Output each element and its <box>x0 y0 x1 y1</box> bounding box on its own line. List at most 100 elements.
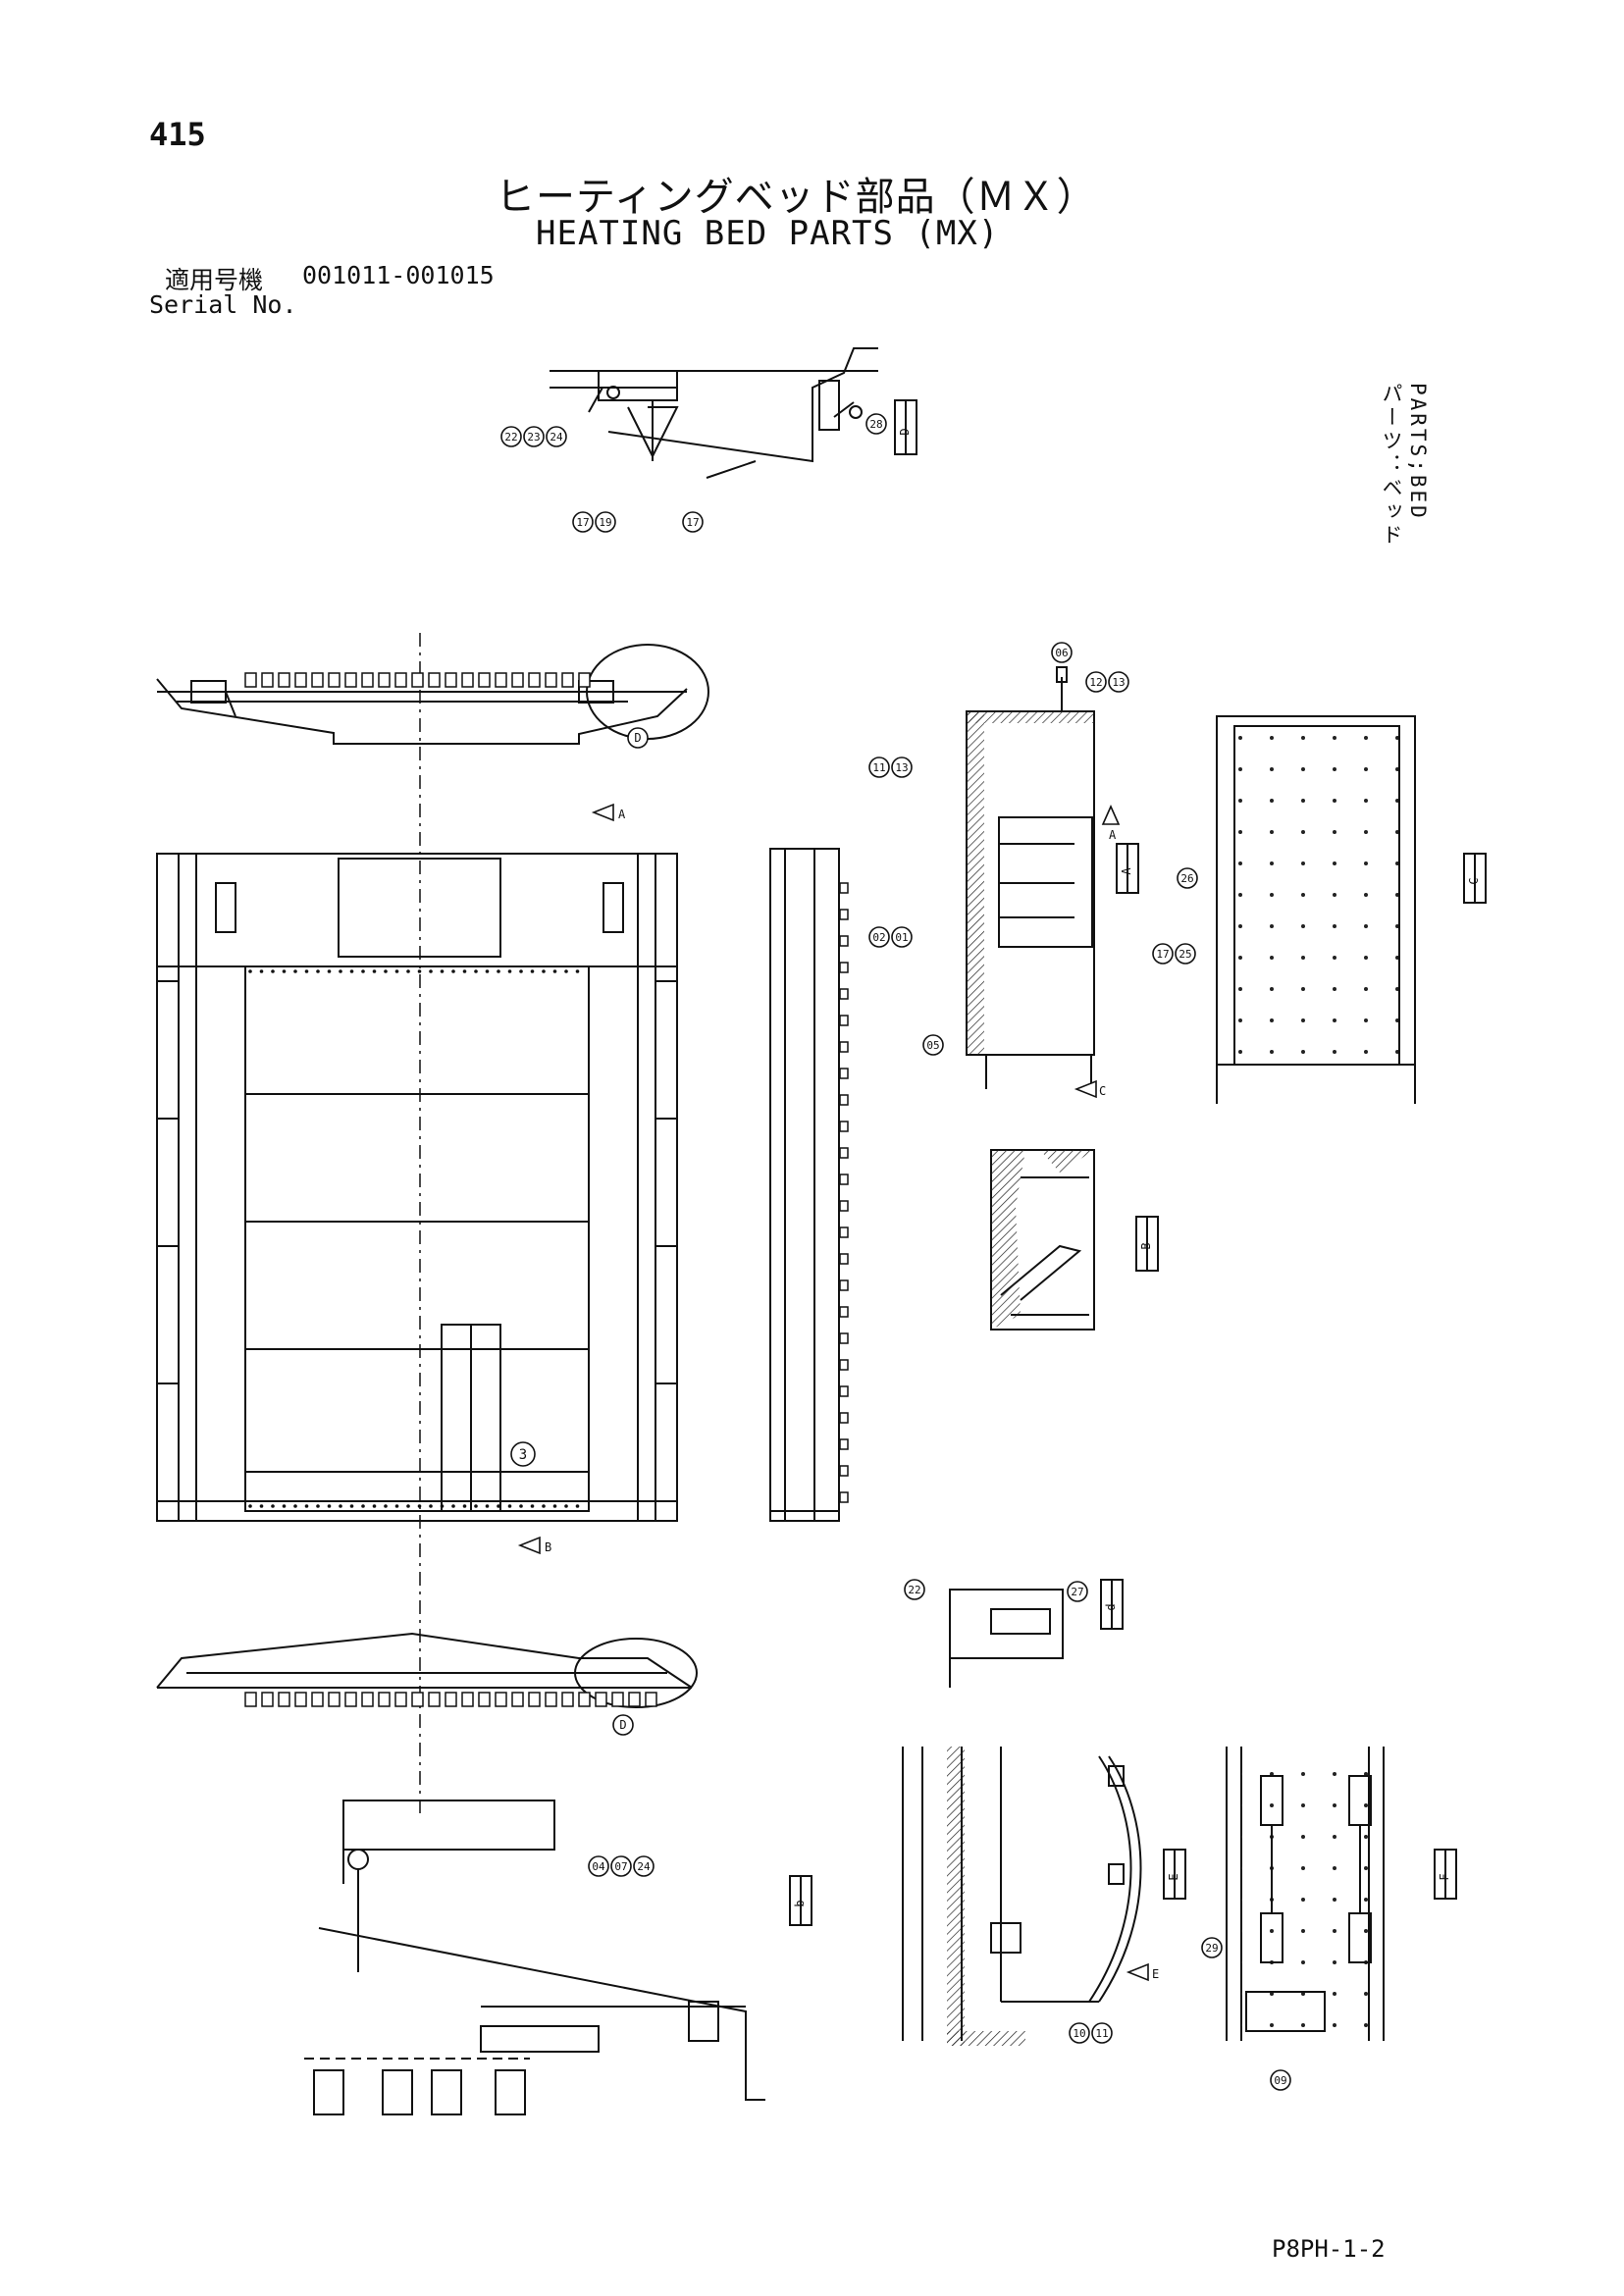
side-clip <box>839 1147 849 1159</box>
plan-bolt <box>316 969 320 973</box>
plan-bolt <box>451 969 455 973</box>
plan-bolt <box>542 1504 546 1508</box>
side-elevation-clips <box>839 882 849 1503</box>
plan-bolt <box>462 1504 467 1508</box>
svg-text:D: D <box>634 731 641 745</box>
detail-f-view <box>1226 1747 1385 2041</box>
svg-text:F: F <box>1438 1873 1451 1880</box>
plan-bolt <box>282 1504 287 1508</box>
bottom-elevation-clips <box>244 1692 657 1707</box>
bottom-clip <box>495 1692 507 1707</box>
detail-label-boxes <box>789 399 1487 1926</box>
plan-bolt <box>497 969 500 973</box>
svg-text:13: 13 <box>1112 676 1125 689</box>
side-clip <box>839 1385 849 1397</box>
svg-text:E: E <box>1152 1967 1159 1981</box>
plan-bolt <box>406 969 410 973</box>
callout-f-09: 09 <box>1270 2069 1291 2091</box>
view-arrow-a-2: A <box>1101 805 1121 842</box>
view-arrow-b: B <box>517 1536 551 1555</box>
top-clip <box>278 672 290 688</box>
svg-text:29: 29 <box>1205 1942 1218 1955</box>
plan-bolt <box>552 969 557 973</box>
drawing-code: P8PH-1-2 <box>1272 2235 1386 2263</box>
svg-text:09: 09 <box>1274 2074 1286 2087</box>
serial-range: 001011-001015 <box>302 261 495 289</box>
callout-a-11: 11 <box>868 757 890 778</box>
callout-b-04: 04 <box>588 1855 609 1877</box>
detail-d-view <box>949 1589 1064 1688</box>
svg-text:28: 28 <box>869 418 882 431</box>
view-arrow-e: E <box>1126 1962 1159 1982</box>
svg-text:d: d <box>1104 1603 1118 1610</box>
svg-text:22: 22 <box>908 1584 920 1596</box>
plan-bolt <box>304 1504 309 1508</box>
svg-text:02: 02 <box>872 931 885 944</box>
top-clip <box>495 672 507 688</box>
title-english: HEATING BED PARTS (MX) <box>536 214 1000 253</box>
side-parts-label: パーツ：ベッド PARTS;BED <box>1377 383 1436 569</box>
svg-text:A: A <box>618 808 626 821</box>
plan-bolt <box>372 1504 377 1508</box>
side-clip <box>839 962 849 973</box>
top-clip <box>411 672 424 688</box>
side-elevation-view <box>769 848 840 1522</box>
svg-text:19: 19 <box>599 516 611 529</box>
svg-text:17: 17 <box>1156 948 1169 961</box>
svg-text:27: 27 <box>1071 1586 1083 1598</box>
plan-bolt <box>349 1504 354 1508</box>
detail-a-view <box>966 666 1095 1089</box>
bottom-clip <box>645 1692 657 1707</box>
bottom-clip <box>561 1692 574 1707</box>
view-arrow-a-1: A <box>591 803 626 822</box>
svg-text:04: 04 <box>592 1860 605 1873</box>
view-arrows: A A B E C <box>517 803 1159 1982</box>
plan-bolt <box>339 1504 342 1508</box>
plan-bolt <box>361 969 365 973</box>
side-clip <box>839 1465 849 1477</box>
plan-bolt <box>349 969 354 973</box>
side-clip <box>839 1491 849 1503</box>
callout-a-13a: 13 <box>1108 671 1129 693</box>
side-clip <box>839 1094 849 1106</box>
svg-text:17: 17 <box>576 516 589 529</box>
callout-c-26: 26 <box>1177 867 1198 889</box>
svg-text:24: 24 <box>550 431 563 444</box>
page-number: 415 <box>149 116 206 153</box>
top-clip <box>461 672 474 688</box>
side-clip <box>839 1306 849 1318</box>
svg-text:01: 01 <box>895 931 908 944</box>
callout-top-19: 19 <box>595 511 616 533</box>
top-clip <box>561 672 574 688</box>
bottom-clip <box>361 1692 374 1707</box>
plan-bolt <box>507 1504 512 1508</box>
bottom-clip <box>578 1692 591 1707</box>
top-clip <box>378 672 391 688</box>
side-clip <box>839 988 849 1000</box>
side-clip <box>839 1015 849 1026</box>
plan-bolt <box>339 969 342 973</box>
svg-text:D: D <box>898 428 912 435</box>
plan-bolt <box>259 1504 264 1508</box>
top-clip <box>328 672 341 688</box>
top-clip <box>545 672 557 688</box>
callout-c-25: 25 <box>1175 943 1196 965</box>
side-clip <box>839 1200 849 1212</box>
bottom-clip <box>511 1692 524 1707</box>
side-label-japanese: パーツ：ベッド <box>1380 383 1403 548</box>
callout-a-12: 12 <box>1085 671 1107 693</box>
bottom-clip <box>394 1692 407 1707</box>
bottom-clip <box>278 1692 290 1707</box>
plan-bolt <box>462 969 467 973</box>
callout-top-23: 23 <box>523 426 545 447</box>
bottom-clip <box>378 1692 391 1707</box>
main-plan-view <box>156 853 678 1522</box>
bottom-clip <box>611 1692 624 1707</box>
plan-bolt <box>564 1504 568 1508</box>
plan-bolt <box>429 1504 433 1508</box>
svg-text:26: 26 <box>1180 872 1193 885</box>
plan-bolt <box>485 969 490 973</box>
plan-bolt <box>530 1504 535 1508</box>
bottom-clip <box>445 1692 457 1707</box>
top-clip <box>394 672 407 688</box>
